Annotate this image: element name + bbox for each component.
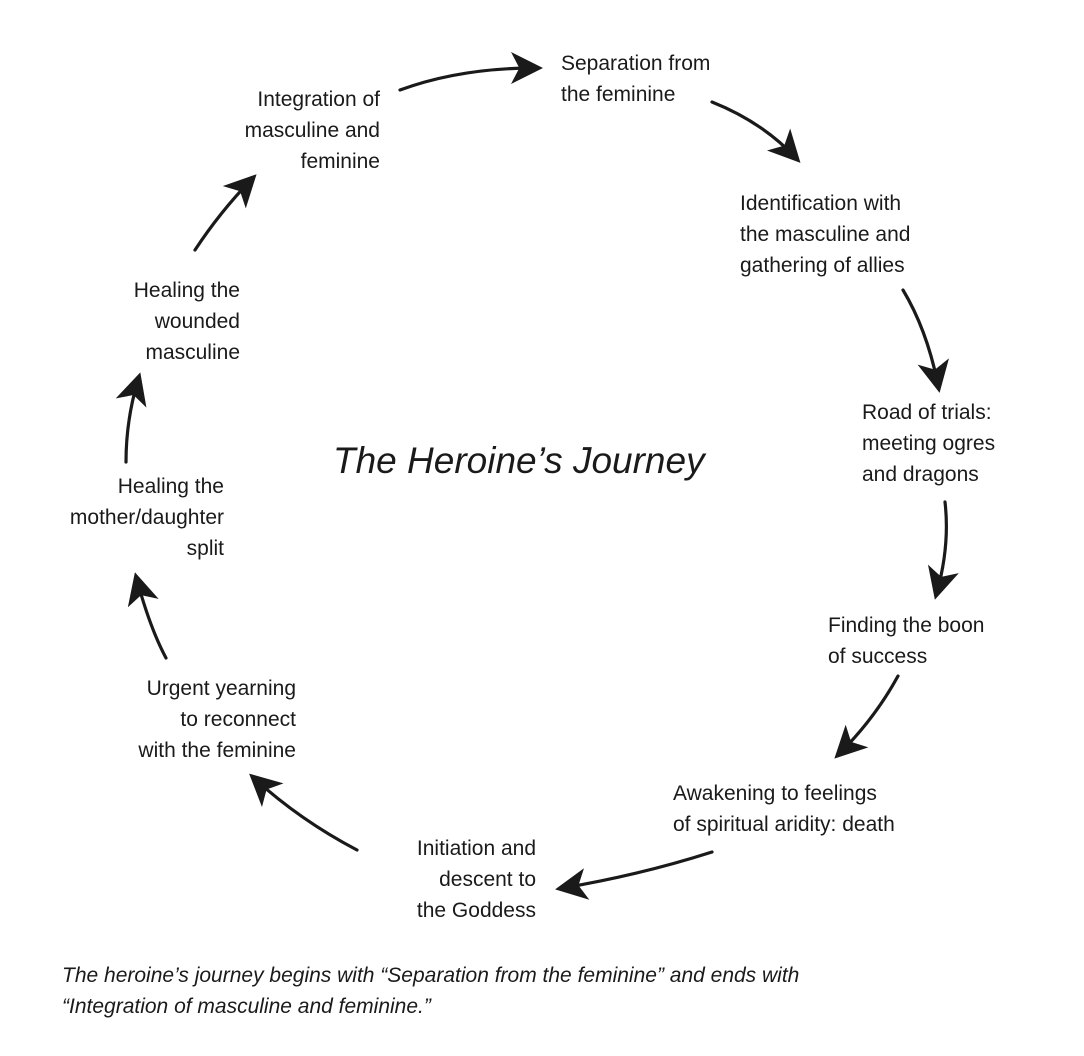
stage-boon: Finding the boon of success — [828, 614, 985, 668]
stage-road-of-trials: Road of trials: meeting ogres and dragon… — [862, 401, 996, 486]
stage-wounded-masculine: Healing the wounded masculine — [133, 279, 240, 364]
arrow-separation-to-identification — [710, 100, 801, 163]
arrow-road-to-boon — [927, 500, 959, 600]
arrow-integration-to-separation — [398, 52, 543, 92]
caption-line-1: The heroine’s journey begins with “Separ… — [62, 964, 800, 987]
stage-yearning: Urgent yearning to reconnect with the fe… — [138, 677, 296, 762]
stage-awakening: Awakening to feelings of spiritual aridi… — [673, 782, 895, 836]
stage-initiation: Initiation and descent to the Goddess — [416, 837, 536, 922]
stage-integration: Integration of masculine and feminine — [244, 88, 380, 173]
arrow-awakening-to-initiation — [555, 850, 714, 900]
arrow-initiation-to-yearning — [249, 773, 359, 852]
arrow-identification-to-road — [901, 288, 949, 393]
stage-identification: Identification with the masculine and ga… — [740, 192, 911, 277]
arrow-yearning-to-mother-daughter — [127, 572, 168, 660]
diagram-title: The Heroine’s Journey — [333, 440, 705, 481]
stage-mother-daughter: Healing the mother/daughter split — [69, 475, 224, 560]
arrow-mother-daughter-to-wounded — [115, 372, 147, 464]
caption-line-2: “Integration of masculine and feminine.” — [62, 995, 431, 1018]
figure-caption: The heroine’s journey begins with “Separ… — [62, 960, 1052, 1022]
stage-separation: Separation from the feminine — [561, 52, 711, 106]
arrow-wounded-to-integration — [193, 174, 257, 252]
arrow-boon-to-awakening — [834, 674, 900, 759]
